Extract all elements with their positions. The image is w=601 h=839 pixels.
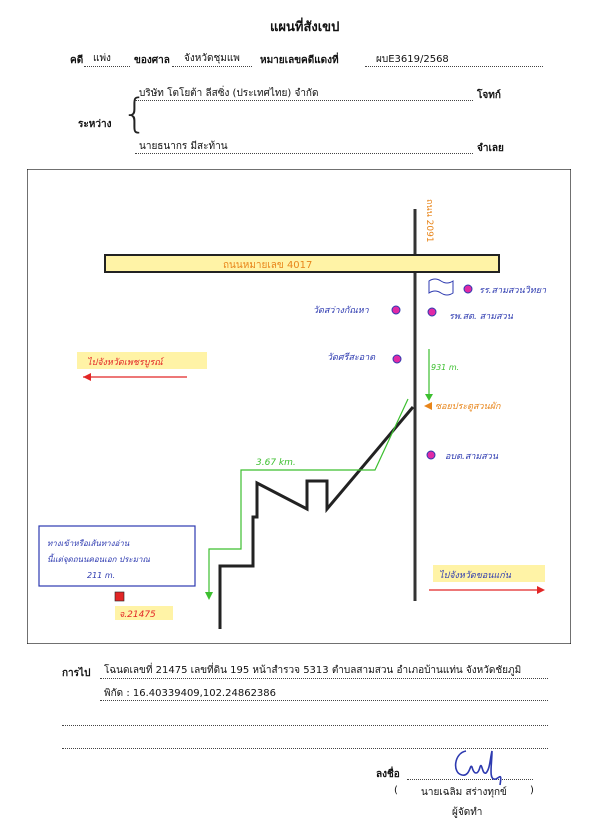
main-road-label: ถนนหมายเลข 4017 xyxy=(223,260,312,271)
defendant-dots xyxy=(135,153,473,154)
hospital-label: รพ.สต. สามสวน xyxy=(449,312,514,322)
destination-marker-icon xyxy=(114,591,125,602)
open-paren: ( xyxy=(394,785,398,796)
temple-1-marker-icon xyxy=(391,305,401,315)
red-case-dots xyxy=(365,66,543,67)
signer-name: นายเฉลิม สร่างทุกข์ xyxy=(421,787,507,798)
temple-1-label: วัดสว่างกัณหา xyxy=(313,305,370,316)
close-paren: ) xyxy=(530,785,534,796)
main-road xyxy=(104,254,500,273)
signature-dots xyxy=(407,779,533,780)
obt-marker-icon xyxy=(426,450,436,460)
route-arrow-icon xyxy=(205,592,213,600)
court-name: จังหวัดชุมแพ xyxy=(184,53,240,64)
directions-label: การไป xyxy=(62,668,91,679)
right-direction-label: ไปจังหวัดขอนแก่น xyxy=(439,569,512,581)
obt-label: อบต.สามสวน xyxy=(445,452,499,462)
right-direction-highlight xyxy=(433,565,545,582)
distance-1-arrow-icon xyxy=(425,394,433,401)
soi-arrow-icon xyxy=(424,402,432,410)
note-line-2: นี้แต่จุดถนนคอนเอก ประมาณ xyxy=(47,553,150,565)
soi-label: ซอยประตูสวนผัก xyxy=(435,401,501,412)
route-line xyxy=(208,398,409,596)
vertical-road-label: ถนน 2091 xyxy=(424,199,434,243)
signer-role: ผู้จัดทำ xyxy=(452,807,483,818)
case-type-dots xyxy=(84,66,130,67)
court-dots xyxy=(172,66,252,67)
directions-dots-4 xyxy=(62,748,548,749)
case-label: คดี xyxy=(70,55,84,66)
school-marker-icon xyxy=(463,284,473,294)
hospital-marker-icon xyxy=(427,307,437,317)
case-type-value: แพ่ง xyxy=(93,53,111,64)
defendant-name: นายธนากร มีสะท้าน xyxy=(139,141,228,152)
between-label: ระหว่าง xyxy=(78,119,112,130)
note-line-3: 211 m. xyxy=(87,571,115,580)
distance-2-label: 3.67 km. xyxy=(256,458,296,468)
temple-2-marker-icon xyxy=(392,354,402,364)
left-direction-highlight xyxy=(77,352,207,369)
directions-coords: พิกัด : 16.40339409,102.24862386 xyxy=(104,688,277,699)
temple-2-label: วัดศรีสะอาด xyxy=(327,352,376,363)
sign-label: ลงชื่อ xyxy=(376,769,400,780)
plaintiff-role: โจทก์ xyxy=(477,90,501,101)
red-case-label: หมายเลขคดีแดงที่ xyxy=(260,55,339,66)
note-line-1: ทางเข้าหรือเส้นทางอ่าน xyxy=(47,539,130,548)
destination-label: จ.21475 xyxy=(119,610,156,620)
directions-line-1: โฉนดเลขที่ 21475 เลขที่ดิน 195 หน้าสำรวจ… xyxy=(104,665,522,676)
page-title: แผนที่สังเขป xyxy=(270,20,340,35)
directions-dots-1 xyxy=(100,678,548,679)
plaintiff-name: บริษัท โตโยต้า ลีสซิ่ง (ประเทศไทย) จำกัด xyxy=(139,88,319,99)
defendant-role: จำเลย xyxy=(477,143,504,154)
school-label: รร.สามสวนวิทยา xyxy=(479,285,547,296)
sketch-map: ถนน 2091 ถนนหมายเลข 4017 รร.สามสวนวิทยา … xyxy=(27,169,571,644)
directions-dots-2 xyxy=(100,700,548,701)
court-label: ของศาล xyxy=(134,55,170,66)
directions-dots-3 xyxy=(62,725,548,726)
access-road xyxy=(218,406,415,629)
destination-highlight xyxy=(115,606,173,620)
handwritten-signature xyxy=(454,750,502,786)
left-arrow-head-icon xyxy=(83,373,91,381)
map-frame xyxy=(27,169,571,644)
distance-1-label: 931 m. xyxy=(431,363,459,372)
note-box xyxy=(38,525,196,587)
plaintiff-dots xyxy=(135,100,473,101)
red-case-number: ผบE3619/2568 xyxy=(376,54,449,65)
left-direction-label: ไปจังหวัดเพชรบูรณ์ xyxy=(87,356,165,368)
right-arrow-head-icon xyxy=(537,586,545,594)
school-flag-icon xyxy=(428,278,454,296)
